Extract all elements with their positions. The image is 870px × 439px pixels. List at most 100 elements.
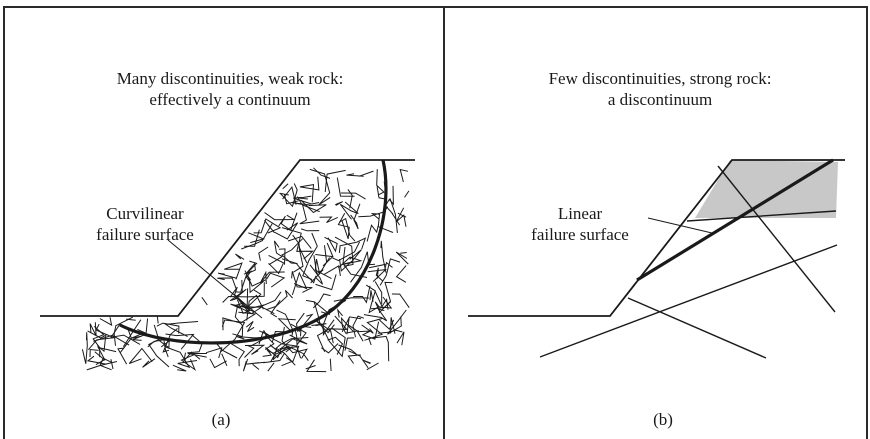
- joint-a: [156, 315, 159, 324]
- joint-a: [263, 352, 286, 364]
- joint-a: [183, 351, 193, 363]
- joint-a: [163, 339, 169, 358]
- joint-a: [291, 271, 313, 293]
- joint-a: [291, 271, 308, 296]
- joint-a: [117, 347, 128, 365]
- joint-a: [253, 218, 282, 234]
- joint-a: [342, 247, 368, 278]
- joint-b4: [686, 210, 837, 222]
- panel-a-caption: Many discontinuities, weak rock: effecti…: [30, 68, 430, 110]
- joint-a: [320, 324, 346, 358]
- joint-a: [165, 346, 198, 369]
- slope-profile-a: [40, 159, 415, 317]
- joint-network-a: [81, 167, 410, 373]
- joint-a: [313, 167, 331, 179]
- joint-a: [315, 274, 337, 291]
- joint-a: [270, 300, 281, 318]
- joint-a: [329, 358, 332, 372]
- panel-a-caption-line1: Many discontinuities, weak rock:: [116, 69, 344, 88]
- joint-a: [322, 241, 361, 267]
- joint-a: [81, 332, 88, 364]
- linear-surface-label: Linear failure surface: [505, 203, 655, 245]
- joint-a: [300, 228, 320, 232]
- joint-a: [148, 337, 170, 368]
- joint-a: [347, 354, 361, 364]
- joint-a: [249, 279, 264, 294]
- joint-b2: [627, 297, 767, 359]
- joint-a: [88, 323, 116, 351]
- joint-a: [246, 361, 266, 365]
- panel-b-frame: [443, 6, 868, 439]
- joint-a: [379, 319, 395, 331]
- joint-a: [338, 237, 367, 253]
- joint-a: [172, 364, 187, 372]
- joint-a: [187, 353, 207, 358]
- joint-a: [281, 238, 303, 264]
- joint-a: [224, 262, 243, 280]
- joint-a: [280, 183, 298, 208]
- joint-a: [110, 323, 141, 345]
- joint-a: [333, 297, 370, 302]
- joint-a: [365, 284, 380, 314]
- joint-b1: [717, 165, 836, 313]
- linear-failure-surface: [636, 158, 834, 282]
- label-leader-a: [167, 239, 263, 319]
- joint-a: [376, 169, 385, 196]
- label-leader-b: [647, 217, 713, 234]
- joint-a: [305, 365, 316, 370]
- joint-a: [235, 253, 245, 260]
- joint-a: [264, 212, 296, 221]
- joint-a: [281, 326, 308, 359]
- joint-a: [274, 222, 299, 240]
- joint-a: [324, 169, 346, 193]
- joint-a: [244, 344, 255, 358]
- joint-a: [128, 347, 153, 364]
- joint-a: [222, 282, 265, 303]
- joint-a: [221, 353, 228, 366]
- joint-a: [335, 201, 343, 206]
- panel-a-caption-line2: effectively a continuum: [149, 90, 311, 109]
- joint-a: [390, 317, 396, 334]
- joint-a: [302, 313, 314, 326]
- joint-a: [300, 199, 327, 214]
- panel-b-drawing: [468, 158, 845, 359]
- joint-a: [156, 322, 180, 334]
- joint-a: [259, 270, 285, 285]
- joint-a: [324, 245, 328, 263]
- joint-a: [187, 334, 203, 354]
- panel-b-caption: Few discontinuities, strong rock: a disc…: [470, 68, 850, 110]
- joint-a: [229, 288, 248, 312]
- joint-a: [366, 224, 379, 242]
- joint-a: [270, 346, 294, 362]
- joint-a: [364, 317, 384, 341]
- joint-a: [266, 272, 286, 288]
- joint-a: [245, 262, 256, 281]
- linear-label-line1: Linear: [557, 204, 603, 223]
- joint-a: [319, 216, 339, 224]
- joint-a: [281, 227, 314, 260]
- joint-a: [404, 190, 410, 198]
- joint-a: [94, 346, 117, 361]
- joint-a: [379, 258, 401, 286]
- panel-b-caption-line2: a discontinuum: [607, 90, 713, 109]
- joint-a: [217, 277, 237, 289]
- joint-a: [380, 240, 387, 273]
- joint-a: [228, 341, 246, 367]
- joint-b3: [539, 244, 838, 358]
- joint-a: [362, 359, 371, 365]
- joint-a: [339, 217, 356, 242]
- joint-a: [266, 345, 309, 361]
- joint-a: [363, 308, 388, 322]
- joint-a: [259, 291, 282, 315]
- slope-profile-b: [468, 159, 845, 317]
- joint-a: [216, 343, 238, 359]
- joint-a: [262, 347, 282, 359]
- joint-a: [246, 294, 264, 321]
- joint-a: [209, 358, 227, 369]
- joint-a: [302, 232, 318, 281]
- joint-a: [350, 203, 361, 230]
- joint-a: [287, 235, 312, 249]
- panel-a-sublabel: (a): [211, 410, 231, 429]
- joint-a: [281, 258, 317, 284]
